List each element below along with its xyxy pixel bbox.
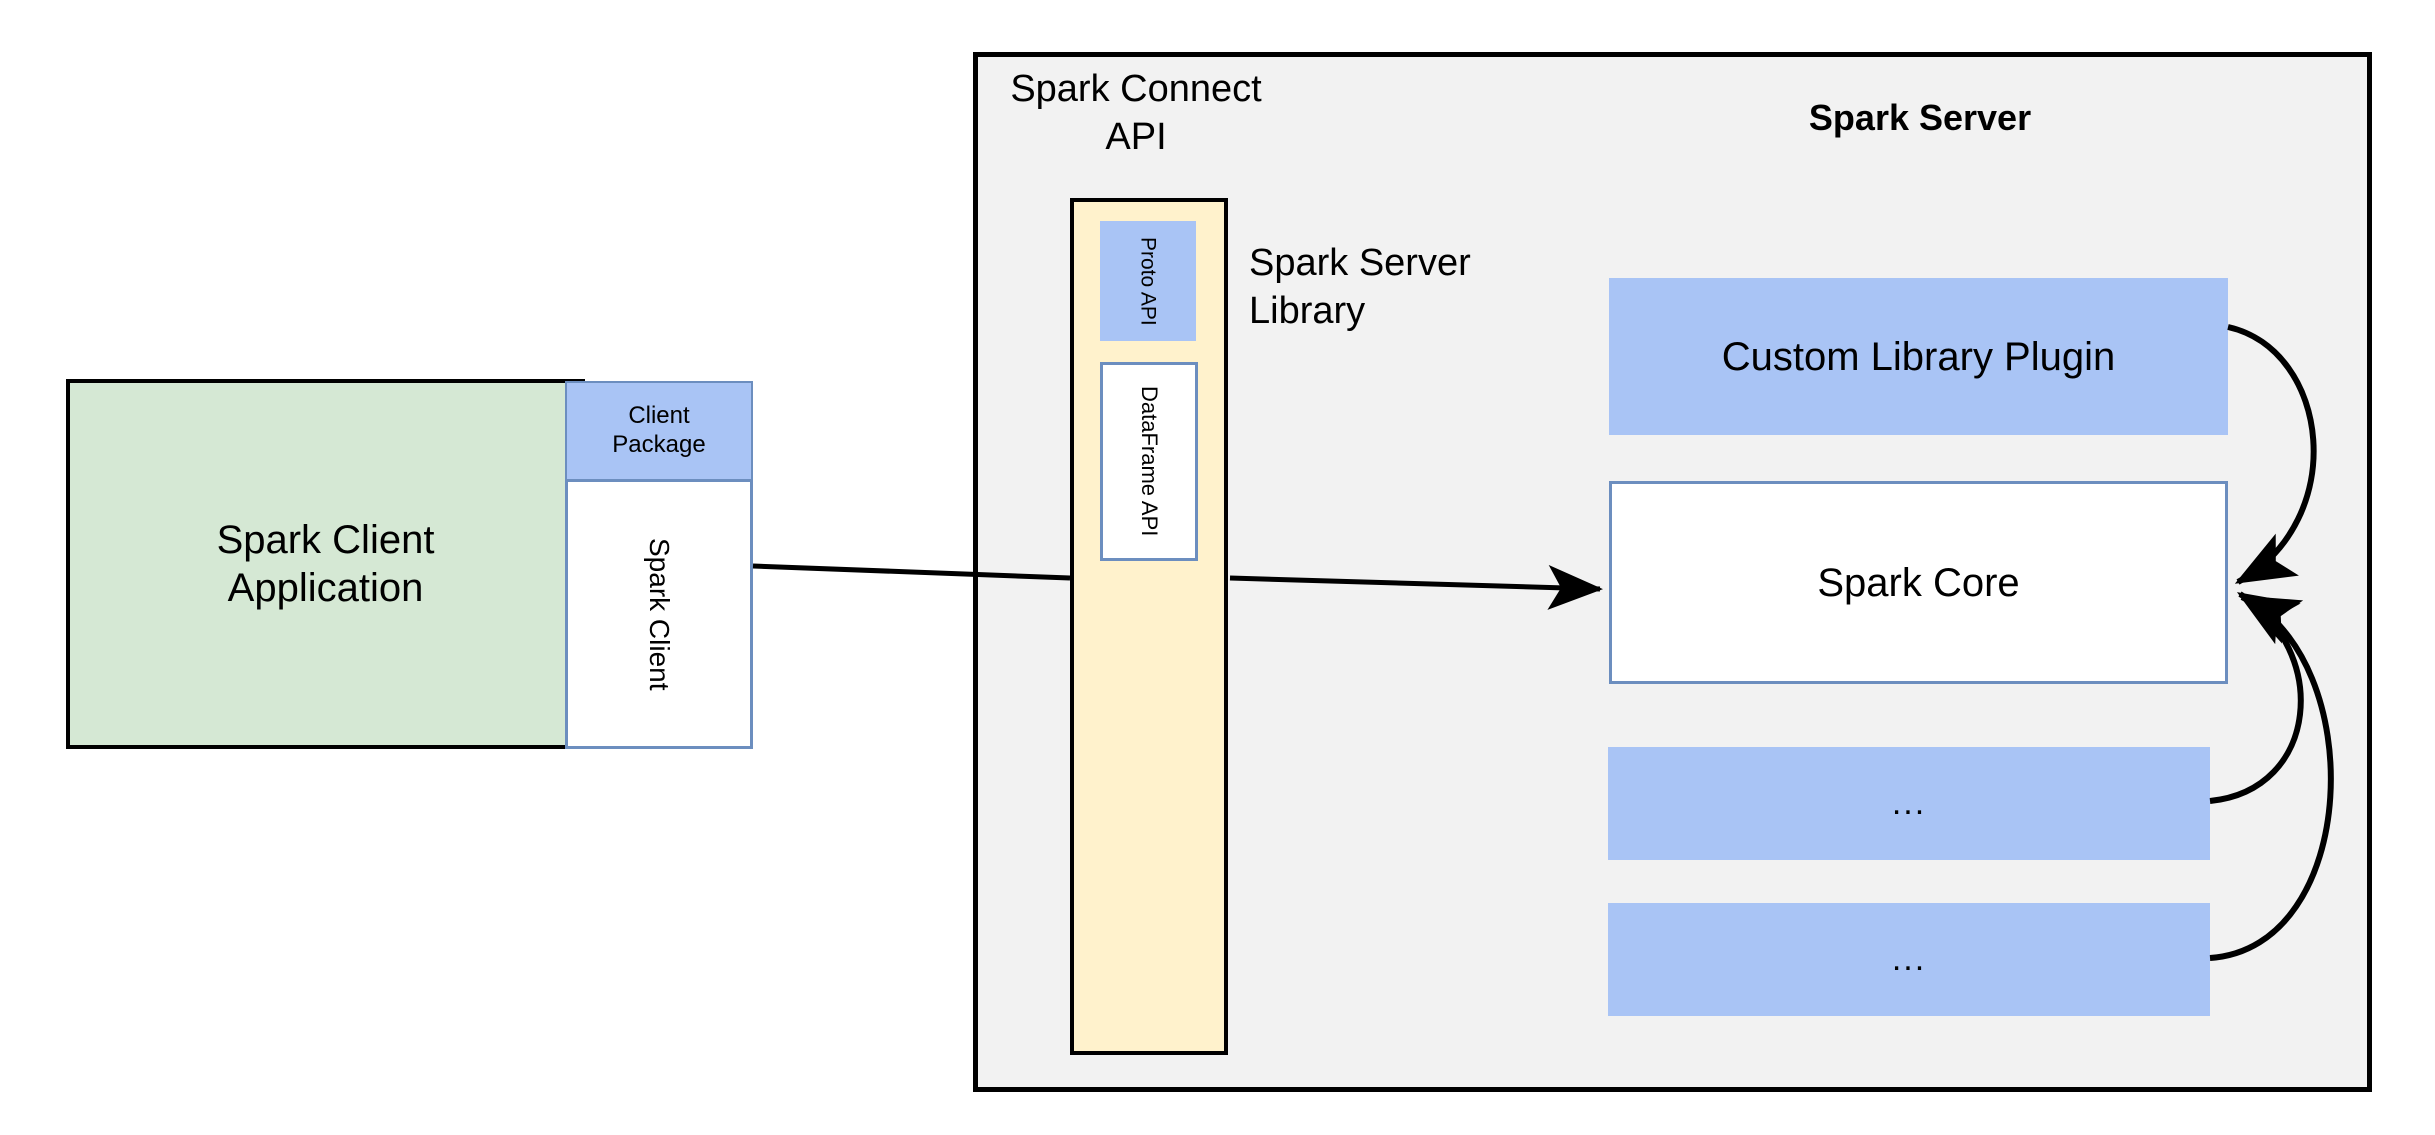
proto-api-label: Proto API [1136, 236, 1160, 326]
ellipsis-box-1-label: ... [1891, 784, 1927, 823]
spark-client-label: Spark Client [643, 537, 675, 691]
proto-api-box[interactable]: Proto API [1100, 221, 1196, 341]
ellipsis-box-1[interactable]: ... [1608, 747, 2210, 860]
ellipsis-box-2-label: ... [1891, 940, 1927, 979]
custom-library-plugin-box[interactable]: Custom Library Plugin [1609, 278, 2228, 435]
spark-client-application-box[interactable]: Spark Client Application [66, 379, 585, 749]
client-package-label: Client Package [612, 402, 706, 458]
spark-connect-api-title: Spark Connect API [1010, 68, 1262, 158]
client-package-box[interactable]: Client Package [565, 381, 753, 479]
spark-client-application-label: Spark Client Application [216, 518, 435, 610]
spark-core-box[interactable]: Spark Core [1609, 481, 2228, 684]
spark-core-label: Spark Core [1817, 560, 2020, 605]
dataframe-api-label: DataFrame API [1137, 386, 1163, 537]
spark-server-library-label: Spark Server Library [1249, 242, 1471, 332]
dataframe-api-box[interactable]: DataFrame API [1100, 362, 1198, 561]
spark-server-title: Spark Server [1808, 97, 2032, 138]
ellipsis-box-2[interactable]: ... [1608, 903, 2210, 1016]
custom-library-plugin-label: Custom Library Plugin [1721, 334, 2116, 379]
spark-client-box[interactable]: Spark Client [565, 479, 753, 749]
